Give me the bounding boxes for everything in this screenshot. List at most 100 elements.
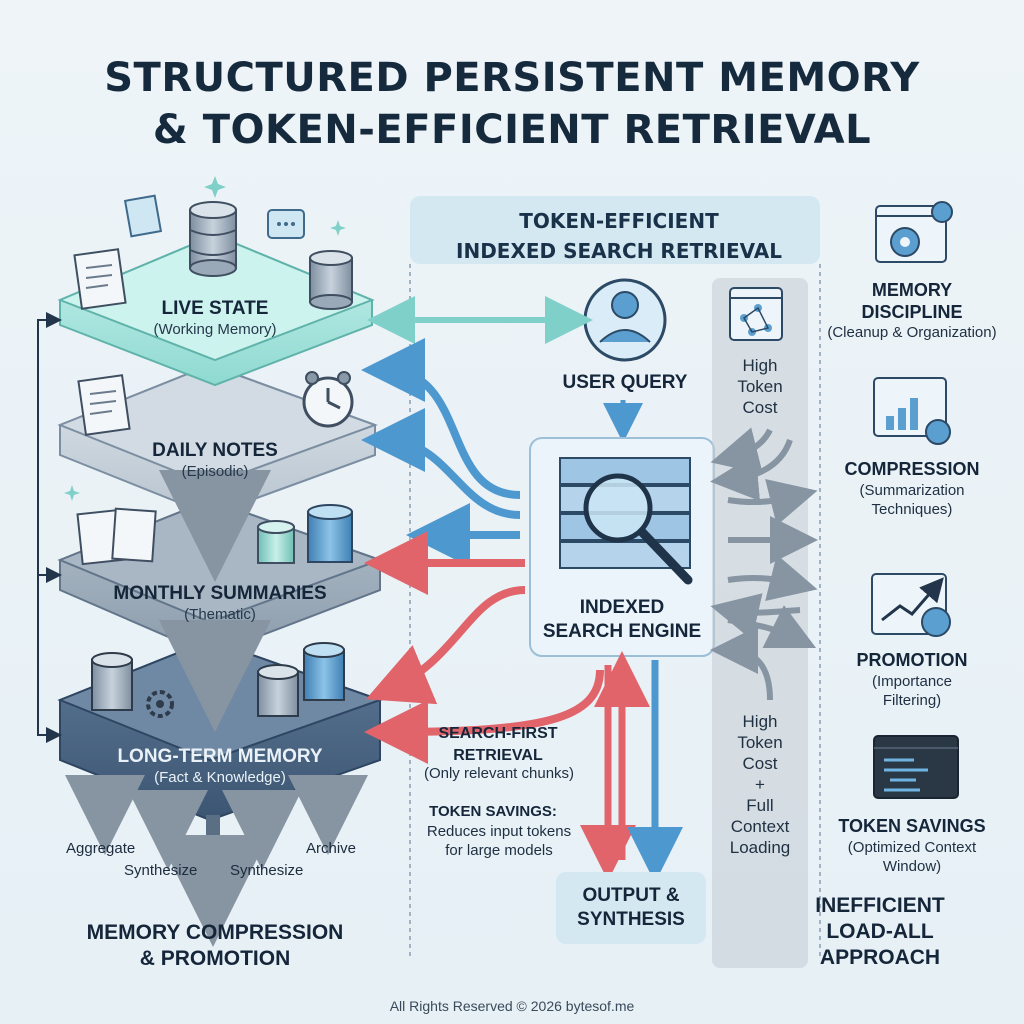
output-line-2: SYNTHESIS xyxy=(577,909,685,930)
cost-text: High xyxy=(742,356,778,375)
retrieve-live-arrow xyxy=(361,338,521,499)
user-avatar-icon xyxy=(583,278,667,362)
load-all-arrows xyxy=(710,427,818,701)
panel-title-line-2: INDEXED SEARCH RETRIEVAL xyxy=(456,239,782,263)
database-icon xyxy=(307,504,353,563)
compression-sub: (Summarization Techniques) xyxy=(812,481,1012,519)
cost-text: High xyxy=(742,712,778,731)
layer-name-live-state: LIVE STATE xyxy=(161,298,269,319)
database-icon xyxy=(257,664,299,717)
side-sub-line: (Importance xyxy=(871,673,953,690)
cost-text: Token xyxy=(737,377,783,396)
side-sub-line: (Summarization xyxy=(859,482,965,499)
layer-sub-monthly-summaries: (Thematic) xyxy=(184,606,256,623)
op-aggregate: Aggregate xyxy=(66,840,136,857)
search-first-label: SEARCH-FIRST RETRIEVAL xyxy=(418,723,578,767)
page-title: STRUCTURED PERSISTENT MEMORY & TOKEN-EFF… xyxy=(0,52,1024,156)
inefficient-line-2: LOAD-ALL xyxy=(826,920,934,943)
document-stack-icon xyxy=(73,248,127,310)
footer-copyright: All Rights Reserved © 2026 bytesof.me xyxy=(389,998,635,1014)
token-savings-line-2: for large models xyxy=(445,842,553,859)
cost-text: Token xyxy=(737,733,783,752)
user-query-label: USER QUERY xyxy=(562,372,688,393)
memory-compression-label: MEMORY COMPRESSION & PROMOTION xyxy=(60,920,370,972)
chat-bubble-icon xyxy=(267,209,305,239)
center-panel-title: TOKEN-EFFICIENT INDEXED SEARCH RETRIEVAL xyxy=(420,206,818,266)
cost-text: Context xyxy=(730,817,790,836)
engine-line-2: SEARCH ENGINE xyxy=(542,621,702,642)
cost-text: Full xyxy=(746,796,774,815)
high-token-cost-bottom: High Token Cost + Full Context Loading xyxy=(720,711,800,858)
token-savings-label: TOKEN SAVINGS: xyxy=(429,803,557,820)
memory-layer-stack xyxy=(37,176,384,947)
search-first-line-1: SEARCH-FIRST xyxy=(438,725,558,742)
sparkle-icon xyxy=(204,176,226,198)
alarm-clock-icon xyxy=(302,371,354,428)
token-savings-desc: Reduces input tokens for large models xyxy=(404,822,594,860)
op-synthesize: Synthesize xyxy=(230,862,304,879)
output-box xyxy=(556,872,706,944)
layer-name-daily-notes: DAILY NOTES xyxy=(152,440,278,461)
cost-text: + xyxy=(755,775,765,794)
search-first-line-2: RETRIEVAL xyxy=(453,747,543,764)
magnifier-icon xyxy=(583,473,693,585)
database-icon xyxy=(303,642,345,701)
code-window-icon xyxy=(873,735,959,799)
memory-discipline-sub: (Cleanup & Organization) xyxy=(827,324,997,341)
promotion-title: PROMOTION xyxy=(856,650,968,670)
compression-title: COMPRESSION xyxy=(844,459,980,479)
output-synthesis-label: OUTPUT & SYNTHESIS xyxy=(556,884,706,932)
sparkle-icon xyxy=(64,485,80,501)
memory-compression-line-2: & PROMOTION xyxy=(139,947,291,970)
search-engine-label: INDEXED SEARCH ENGINE xyxy=(530,596,714,644)
promotion-sub: (Importance Filtering) xyxy=(812,672,1012,710)
side-sub-line: Filtering) xyxy=(882,692,942,709)
layer-sub-long-term-memory: (Fact & Knowledge) xyxy=(154,769,286,786)
cost-text: Cost xyxy=(742,754,778,773)
token-savings-title: TOKEN SAVINGS xyxy=(838,816,986,836)
document-icon xyxy=(123,194,163,238)
cost-text: Cost xyxy=(742,398,778,417)
side-title-line: MEMORY xyxy=(871,280,953,300)
side-sub-line: Techniques) xyxy=(871,501,953,518)
title-line-1: STRUCTURED PERSISTENT MEMORY xyxy=(104,55,920,101)
layer-name-long-term-memory: LONG-TERM MEMORY xyxy=(117,746,323,767)
notebook-icon xyxy=(76,507,157,566)
document-stack-icon xyxy=(77,374,131,436)
sparkle-icon xyxy=(330,220,346,236)
database-icon xyxy=(257,520,295,564)
inefficient-line-3: APPROACH xyxy=(819,946,941,969)
layer-name-monthly-summaries: MONTHLY SUMMARIES xyxy=(113,583,327,604)
trend-chart-gear-icon xyxy=(871,573,951,637)
output-line-1: OUTPUT & xyxy=(582,885,680,906)
title-line-2: & TOKEN-EFFICIENT RETRIEVAL xyxy=(152,107,872,153)
side-sub-line: Window) xyxy=(882,858,942,875)
side-title-line: DISCIPLINE xyxy=(861,302,963,322)
engine-line-1: INDEXED xyxy=(579,597,665,618)
op-archive: Archive xyxy=(306,840,357,857)
token-savings-sub: (Optimized Context Window) xyxy=(812,838,1012,876)
side-sub-line: (Optimized Context xyxy=(847,839,977,856)
network-window-icon xyxy=(729,287,783,341)
feedback-bracket xyxy=(37,319,52,736)
center-panel-header-bg xyxy=(410,196,820,264)
cost-text: Loading xyxy=(729,838,791,857)
high-token-cost-top: High Token Cost xyxy=(720,355,800,418)
layer-sub-live-state: (Working Memory) xyxy=(153,321,277,338)
gear-window-icon xyxy=(875,201,953,263)
database-icon xyxy=(309,250,353,310)
layer-sub-daily-notes: (Episodic) xyxy=(181,463,249,480)
memory-compression-line-1: MEMORY COMPRESSION xyxy=(86,921,344,944)
inefficient-approach-label: INEFFICIENT LOAD-ALL APPROACH xyxy=(790,893,970,971)
panel-title-line-1: TOKEN-EFFICIENT xyxy=(519,209,719,233)
retrieve-longterm-arrow xyxy=(365,586,526,705)
database-icon xyxy=(189,201,237,277)
memory-discipline-title: MEMORY DISCIPLINE xyxy=(822,279,1002,323)
token-savings-line-1: Reduces input tokens xyxy=(426,823,572,840)
database-icon xyxy=(91,652,133,711)
op-synthesize: Synthesize xyxy=(124,862,198,879)
inefficient-line-1: INEFFICIENT xyxy=(815,894,945,917)
bar-chart-gear-icon xyxy=(873,377,951,445)
search-first-sub: (Only relevant chunks) xyxy=(423,765,575,782)
